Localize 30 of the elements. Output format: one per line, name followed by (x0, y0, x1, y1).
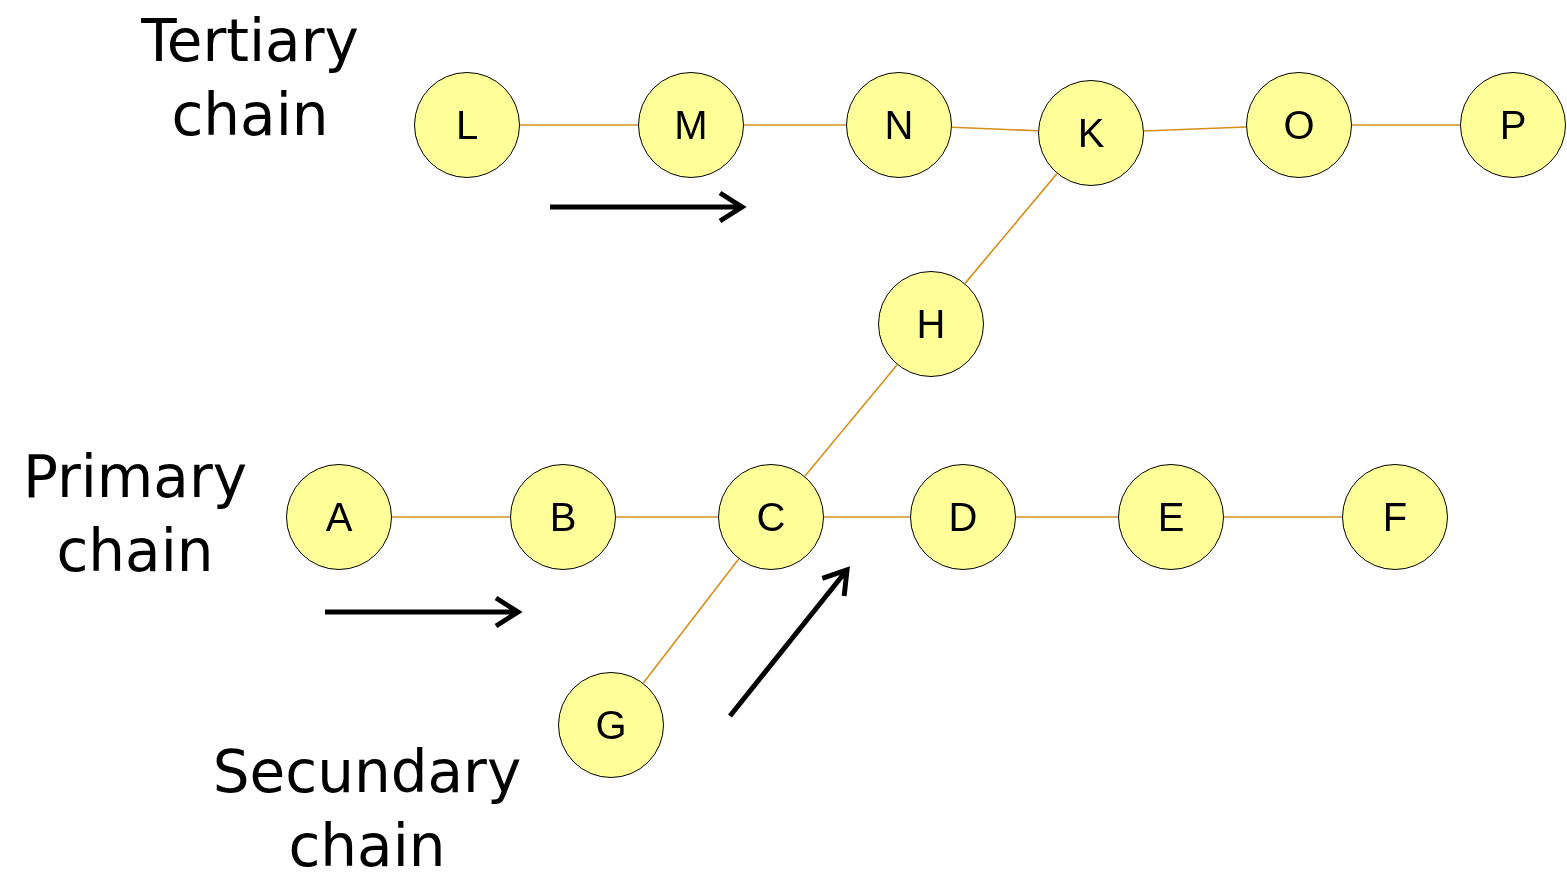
chain-label: Tertiary chain (140, 6, 360, 151)
chain-label: Primary chain (21, 442, 249, 587)
connector-line (519, 124, 639, 126)
node-letter: L (455, 102, 479, 148)
chain-label: Secundary chain (211, 737, 523, 872)
node-letter: C (756, 494, 786, 540)
connector-line (1015, 516, 1119, 518)
node-letter: N (884, 102, 914, 148)
connector-line (1223, 516, 1343, 518)
node-letter: O (1283, 102, 1315, 148)
node-letter: H (916, 301, 946, 347)
node-letter: M (674, 102, 708, 148)
node-letter: G (595, 702, 627, 748)
node-letter: F (1382, 494, 1408, 540)
connector-line (951, 126, 1039, 132)
node-letter: A (325, 494, 353, 540)
connector-line (804, 364, 898, 477)
node-letter: P (1499, 102, 1527, 148)
node-letter: K (1077, 110, 1105, 156)
connector-line (1143, 126, 1247, 132)
node-letter: D (948, 494, 978, 540)
node-letter: B (549, 494, 577, 540)
connector-line (823, 516, 911, 518)
connector-line (743, 124, 847, 126)
connector-line (1351, 124, 1461, 126)
connector-line (964, 172, 1058, 285)
connector-line (642, 558, 740, 684)
connector-line (391, 516, 511, 518)
connector-line (615, 516, 719, 518)
node-letter: E (1157, 494, 1185, 540)
